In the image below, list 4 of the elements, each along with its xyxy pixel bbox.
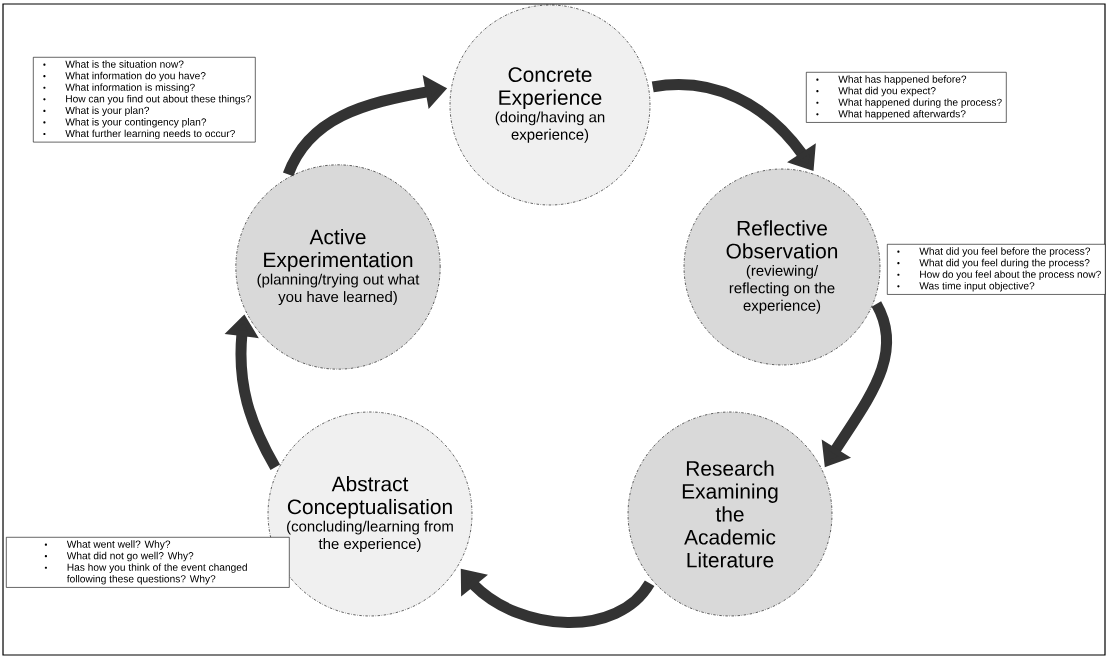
question-box: What went well? Why? What did not go well? Why? Has how you think of the event changed following these questions? Why? [6, 537, 290, 588]
question-box: What did you feel before the process? What did you feel during the process? How do you feel about the process now? Was time input objective? [887, 244, 1106, 295]
question-box: What has happened before? What did you expect? What happened during the process? What happened afterwards? [806, 72, 1007, 123]
question-box: What is the situation now? What information do you have? What information is missing? How can you find out about these things? What is your plan? What is your contingency plan? What further learning needs to occur? [33, 57, 256, 143]
